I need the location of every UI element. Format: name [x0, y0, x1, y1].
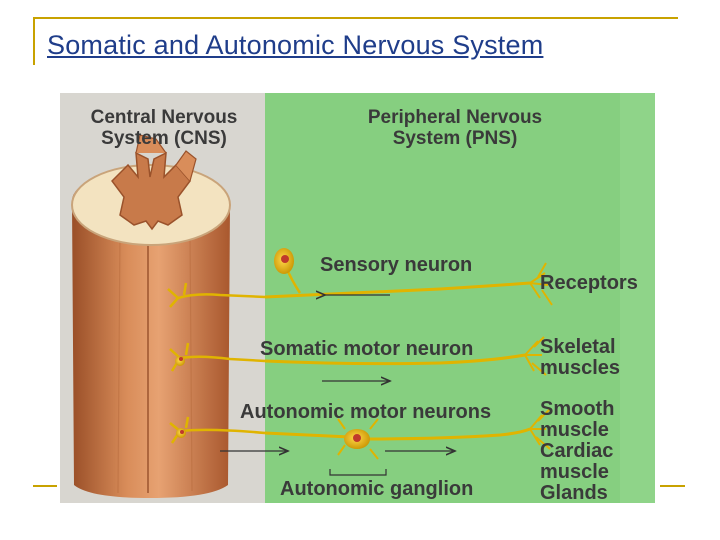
sensory-neuron [264, 248, 553, 306]
spinal-cord [71, 134, 231, 498]
pns-background-edge [620, 93, 655, 503]
frame-top-line [34, 17, 678, 19]
autonomic-targets-label: Smooth muscle Cardiac muscle Glands [540, 399, 614, 504]
autonomic-motor-neurons-label: Autonomic motor neurons [240, 401, 492, 423]
cns-header-line2: System (CNS) [101, 128, 227, 149]
somatic-motor-neuron-label: Somatic motor neuron [260, 338, 474, 360]
pns-header-line1: Peripheral Nervous [367, 107, 543, 128]
cns-header-line1: Central Nervous [90, 107, 238, 128]
glands-line: Glands [540, 482, 608, 504]
skeletal-line2: muscles [540, 357, 621, 379]
frame-left-line [33, 17, 35, 65]
frame-bottom-left-line [33, 485, 57, 487]
somatic-motor-neuron [264, 336, 547, 381]
cardiac-line1: Cardiac [540, 440, 614, 462]
receptors-label: Receptors [540, 272, 638, 294]
nervous-system-figure: Central Nervous System (CNS) Peripheral … [60, 93, 655, 504]
autonomic-motor-neurons [220, 408, 551, 476]
skeletal-muscles-label: Skeletal muscles [540, 337, 620, 379]
figure-artwork [60, 93, 655, 503]
smooth-line1: Smooth [540, 398, 615, 420]
cns-header: Central Nervous System (CNS) [74, 107, 254, 149]
ganglion-bracket [329, 469, 387, 476]
pns-header-line2: System (PNS) [392, 128, 518, 149]
autonomic-ganglion-label: Autonomic ganglion [280, 478, 474, 500]
cardiac-line2: muscle [540, 461, 609, 483]
frame-bottom-right-line [660, 485, 685, 487]
skeletal-line1: Skeletal [540, 336, 616, 358]
sensory-neuron-label: Sensory neuron [320, 254, 473, 276]
smooth-line2: muscle [540, 419, 609, 441]
slide-title: Somatic and Autonomic Nervous System [47, 30, 544, 60]
pns-header: Peripheral Nervous System (PNS) [330, 107, 580, 149]
